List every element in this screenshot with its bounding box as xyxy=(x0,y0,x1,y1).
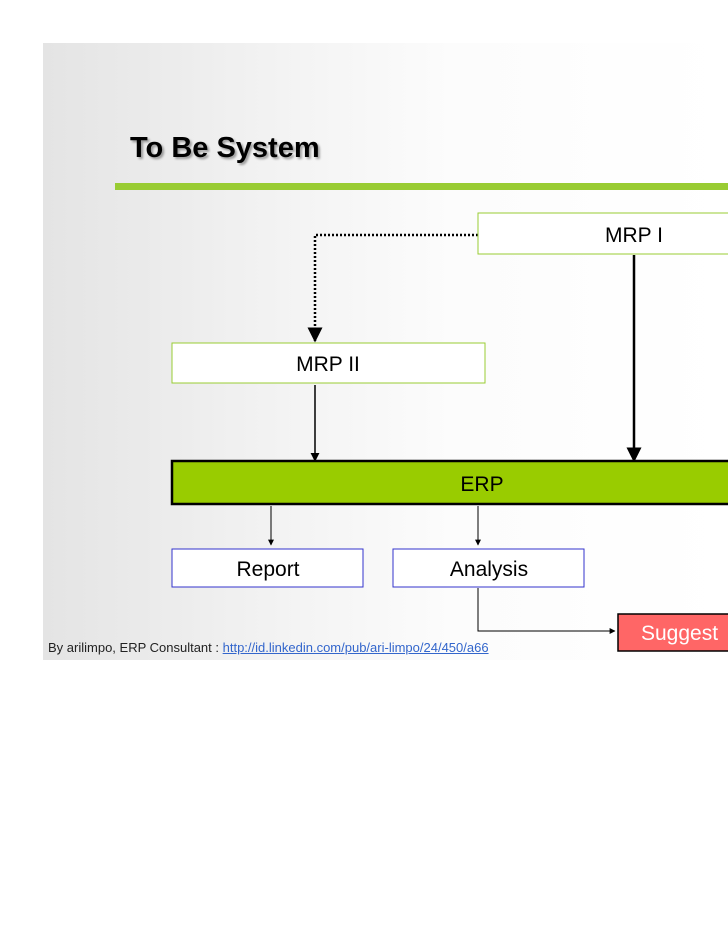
slide: To Be System MRP I MRP II ERP xyxy=(43,43,728,660)
node-analysis-label: Analysis xyxy=(450,558,528,581)
node-analysis: Analysis xyxy=(392,548,585,588)
title-underline xyxy=(115,183,728,190)
node-mrp2: MRP II xyxy=(171,342,486,384)
node-suggest-label: Suggest xyxy=(641,622,718,645)
footer-credit: By arilimpo, ERP Consultant : http://id.… xyxy=(48,640,489,655)
node-erp-label: ERP xyxy=(460,473,503,496)
footer-credit-text: By arilimpo, ERP Consultant : xyxy=(48,640,223,655)
node-mrp1-label: MRP I xyxy=(605,224,663,247)
node-mrp2-label: MRP II xyxy=(296,353,360,376)
node-report: Report xyxy=(171,548,364,588)
flow-diagram: MRP I MRP II ERP Report Analysis Suggest xyxy=(170,212,728,652)
node-erp: ERP xyxy=(170,459,728,506)
slide-title: To Be System xyxy=(130,132,320,164)
footer-link[interactable]: http://id.linkedin.com/pub/ari-limpo/24/… xyxy=(222,640,489,655)
node-mrp1: MRP I xyxy=(477,212,728,255)
node-report-label: Report xyxy=(236,558,299,581)
node-suggest: Suggest xyxy=(617,613,728,652)
edge-mrp1-to-mrp2 xyxy=(307,233,478,343)
edge-analysis-to-suggest xyxy=(477,588,616,634)
